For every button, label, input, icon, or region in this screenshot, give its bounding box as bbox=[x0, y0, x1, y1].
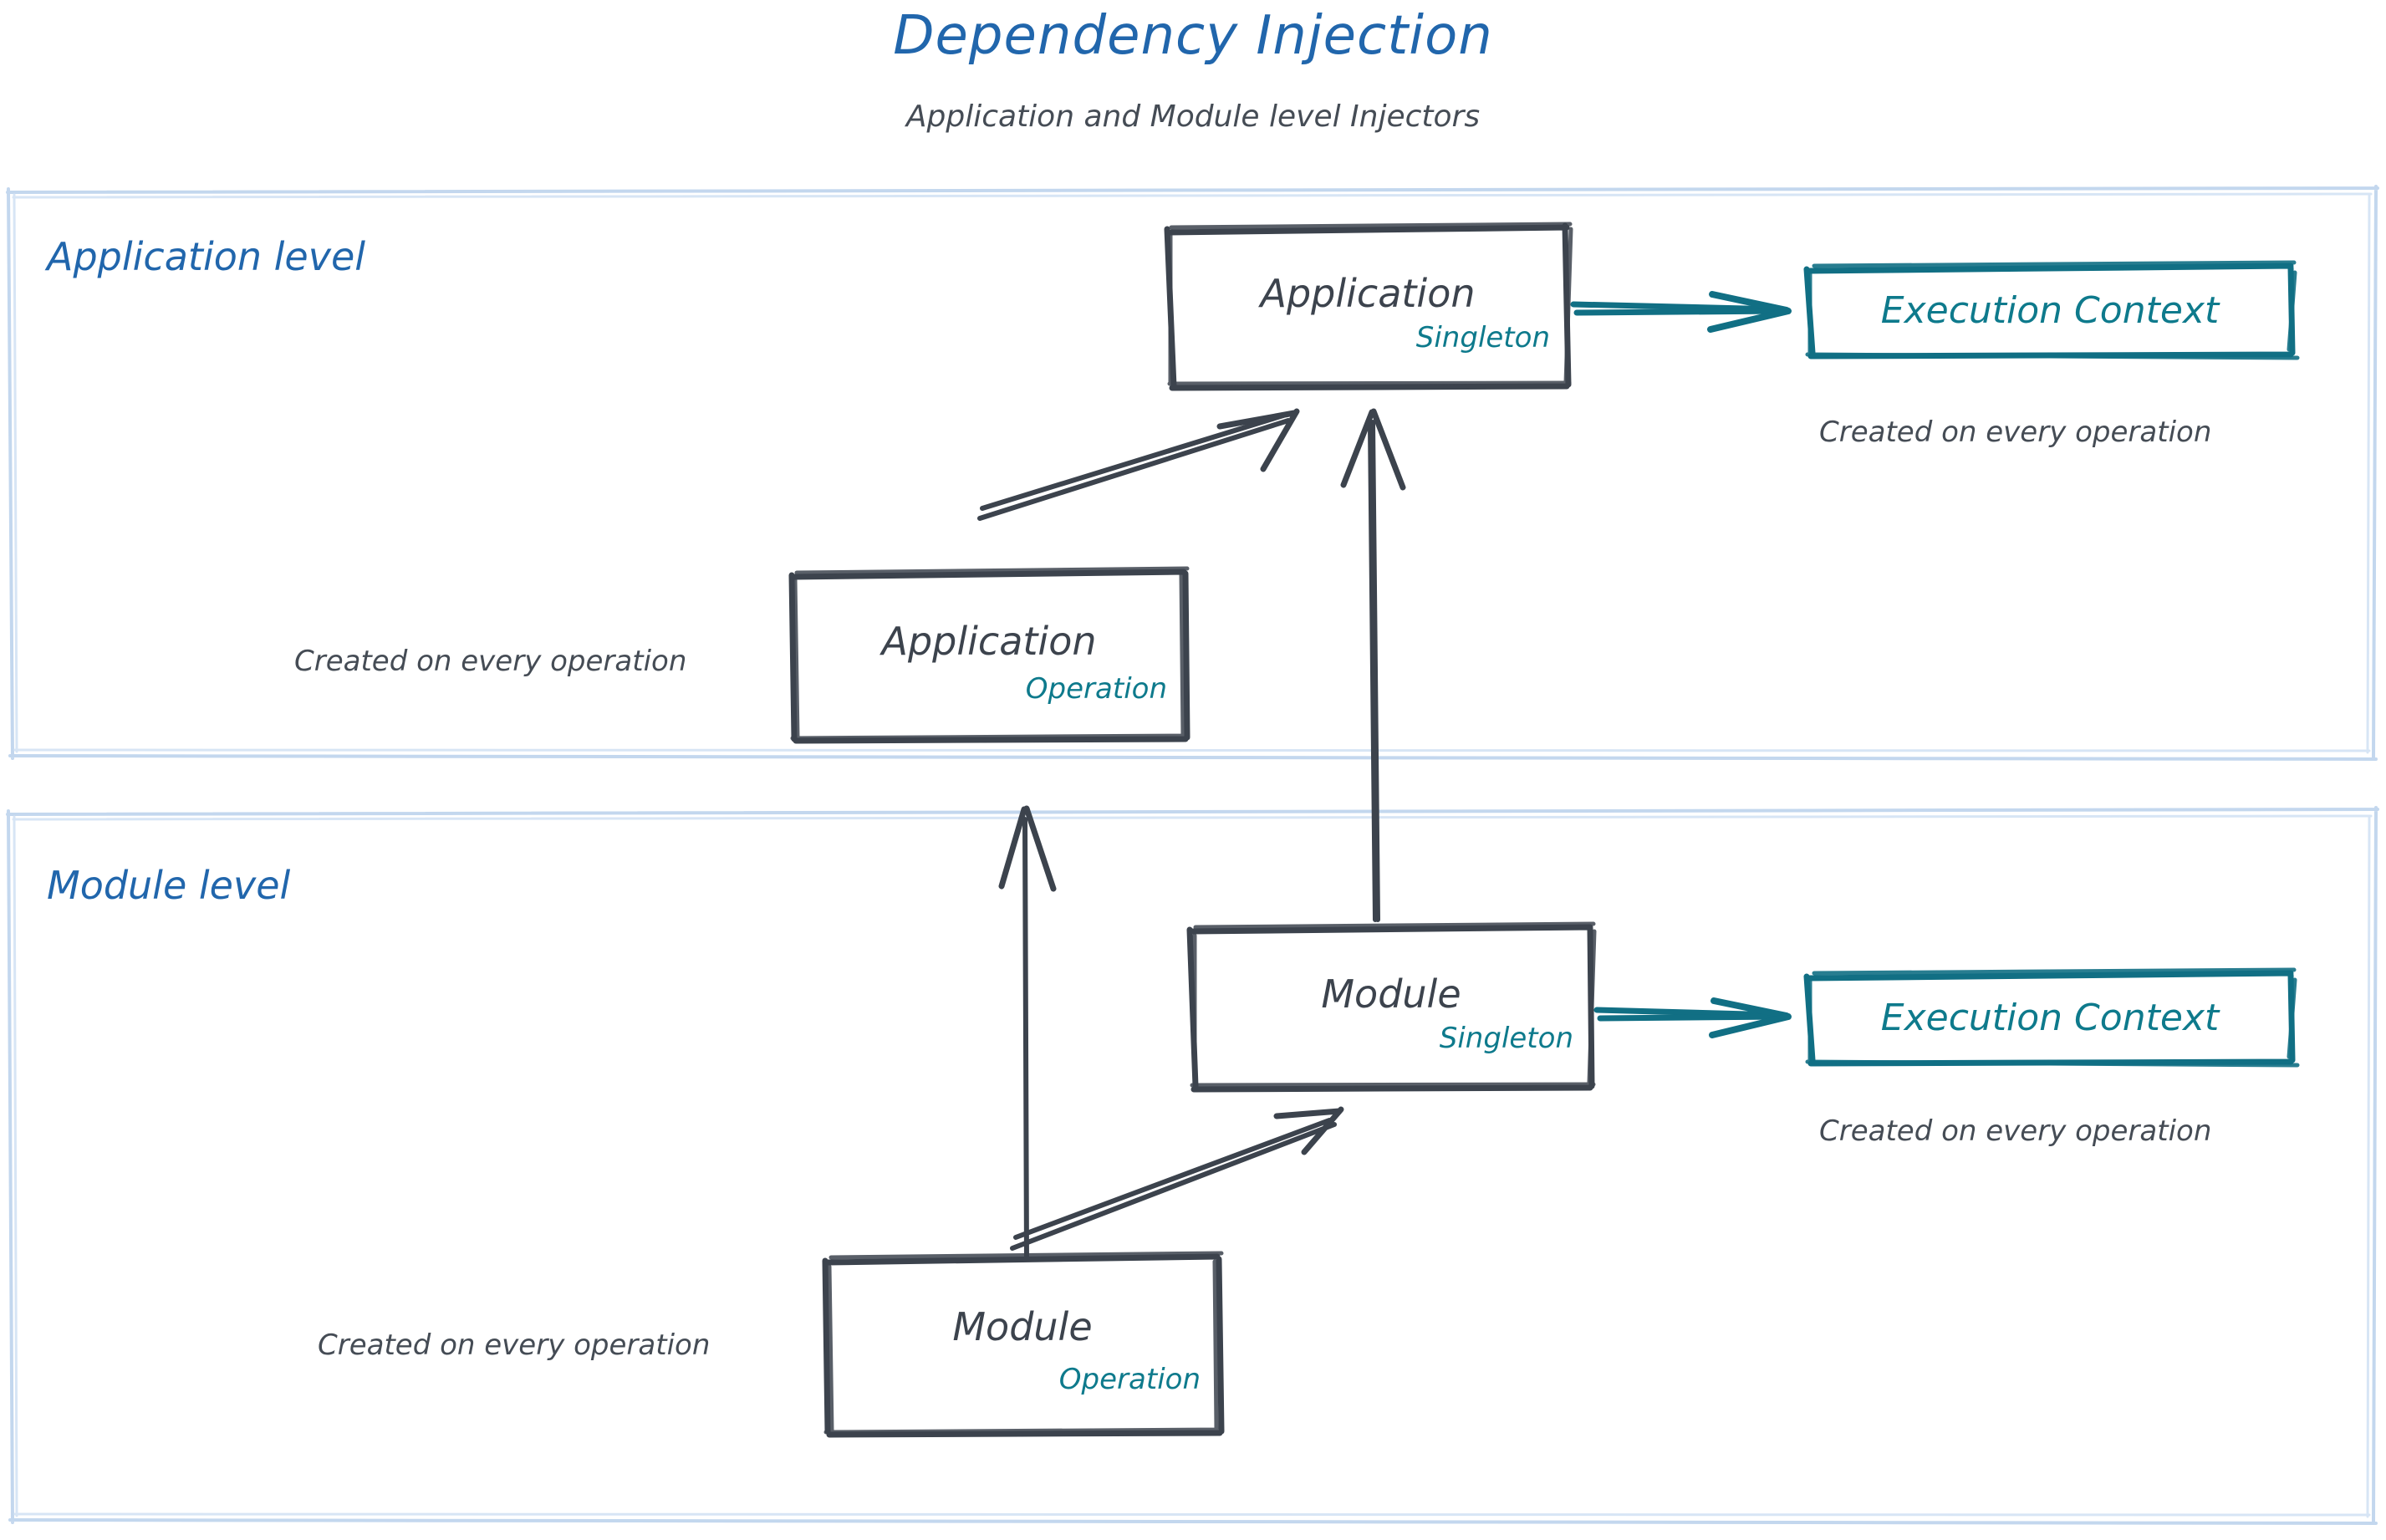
node-application-operation[interactable]: Application Operation bbox=[788, 566, 1190, 744]
execution-context-label: Execution Context bbox=[1880, 997, 2220, 1039]
node-module-operation[interactable]: Module Operation bbox=[822, 1251, 1225, 1438]
node-title: Module bbox=[1321, 971, 1461, 1017]
node-title: Application bbox=[881, 619, 1097, 664]
caption-module-operation: Created on every operation bbox=[318, 1328, 711, 1362]
node-application-execution-context[interactable]: Execution Context bbox=[1803, 260, 2300, 360]
node-module-execution-context[interactable]: Execution Context bbox=[1803, 967, 2300, 1068]
caption-module-context: Created on every operation bbox=[1819, 1114, 2212, 1148]
node-module-singleton[interactable]: Module Singleton bbox=[1186, 921, 1597, 1093]
node-title: Module bbox=[952, 1304, 1093, 1349]
lane-label-module-level: Module level bbox=[47, 863, 291, 908]
caption-application-operation: Created on every operation bbox=[294, 645, 687, 678]
caption-application-context: Created on every operation bbox=[1819, 416, 2212, 449]
node-scope-badge: Singleton bbox=[1439, 1022, 1573, 1055]
node-scope-badge: Operation bbox=[1025, 672, 1167, 706]
page-subtitle: Application and Module level Injectors bbox=[905, 99, 1481, 134]
node-application-singleton[interactable]: Application Singleton bbox=[1164, 222, 1573, 391]
node-scope-badge: Singleton bbox=[1415, 321, 1550, 354]
lane-label-application-level: Application level bbox=[47, 234, 366, 279]
node-scope-badge: Operation bbox=[1058, 1363, 1201, 1396]
node-title: Application bbox=[1260, 271, 1476, 316]
execution-context-label: Execution Context bbox=[1880, 289, 2220, 332]
page-title: Dependency Injection bbox=[893, 5, 1493, 67]
